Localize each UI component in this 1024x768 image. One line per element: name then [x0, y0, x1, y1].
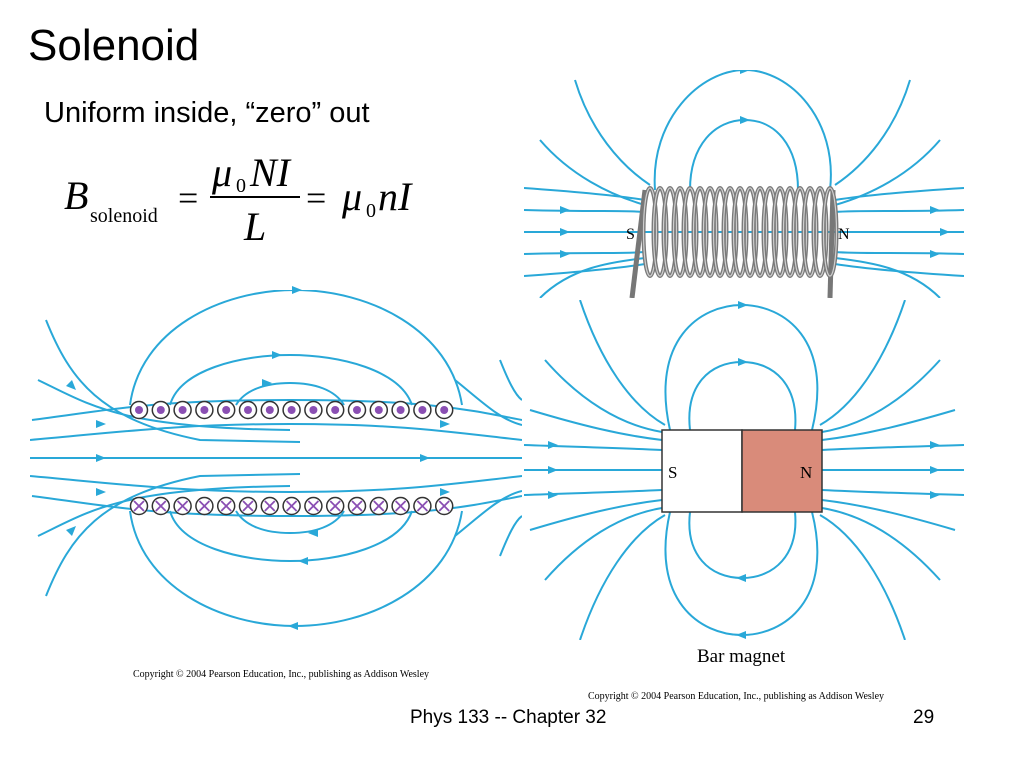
magnet-south-half	[661, 429, 743, 513]
magnet-north-label: N	[800, 463, 812, 482]
wire-out-dot	[178, 406, 187, 414]
wire-in-cross	[285, 500, 298, 512]
coil-turn-highlight	[712, 187, 728, 277]
wire-in-cross	[307, 500, 320, 512]
wire-out-dot	[222, 406, 231, 414]
wire-out-dot	[353, 406, 361, 414]
coil-turn-highlight	[652, 187, 668, 277]
slide-subtitle: Uniform inside, “zero” out	[44, 97, 370, 129]
coil-turn-highlight	[732, 187, 748, 277]
footer-course: Phys 133 -- Chapter 32	[410, 707, 607, 728]
wire-in-cross	[373, 500, 385, 512]
field-arrows-left	[66, 286, 450, 630]
magnet-north-half	[741, 429, 823, 513]
wire-in-cross	[351, 500, 363, 512]
formula-numerator-vars: NI	[249, 150, 292, 195]
formula-b-subscript: solenoid	[90, 205, 158, 227]
solenoid-formula: B solenoid = μ 0 NI L = μ 0 nI	[64, 150, 413, 249]
formula-equals-2: =	[306, 178, 326, 218]
magnet-south-label: S	[668, 463, 677, 482]
wire-in-cross	[176, 500, 189, 512]
coil-turn-highlight	[672, 187, 688, 277]
coil-turn-highlight	[682, 187, 698, 277]
wire-in-cross	[133, 500, 145, 512]
wire-in-cross	[242, 500, 254, 512]
wire-out-dot	[309, 406, 318, 414]
coil-turn-highlight	[702, 187, 718, 277]
formula-equals-1: =	[178, 178, 198, 218]
coil-south-label: S	[626, 226, 635, 243]
formula-zero-num: 0	[236, 175, 246, 197]
bar-magnet-figure: S N Bar magnet	[524, 300, 964, 667]
current-out-dots-row	[129, 400, 454, 420]
formula-mu-num: μ	[211, 150, 232, 195]
wire-in-cross	[220, 500, 232, 512]
coil-turn-highlight	[722, 187, 738, 277]
wire-out-dot	[287, 406, 296, 414]
wire-out-dot	[135, 406, 143, 414]
coil-turn-highlight	[752, 187, 768, 277]
coil-turn-highlight	[742, 187, 758, 277]
formula-mu-rhs: μ	[341, 174, 362, 219]
coil-turn-highlight	[642, 187, 658, 277]
wire-out-dot	[200, 406, 209, 414]
wire-out-dot	[265, 406, 274, 414]
wire-in-cross	[264, 500, 276, 512]
formula-denominator: L	[243, 204, 266, 249]
wire-out-dot	[156, 406, 165, 414]
coil-turn-highlight	[772, 187, 788, 277]
coil-turn-highlight	[802, 187, 818, 277]
wire-in-cross	[155, 500, 167, 512]
wire-in-cross	[394, 500, 407, 512]
coil-turn-highlight	[692, 187, 708, 277]
coil-turn-highlight	[822, 187, 838, 277]
coil-turns	[641, 186, 839, 278]
coil-north-label: N	[838, 226, 850, 243]
wire-in-cross	[198, 500, 211, 512]
current-in-crosses-row	[129, 496, 454, 516]
coil-turn-highlight	[662, 187, 678, 277]
wire-out-dot	[396, 406, 405, 414]
formula-b-symbol: B	[64, 173, 88, 218]
wire-out-dot	[440, 406, 449, 414]
wire-in-cross	[329, 500, 341, 512]
coil-turn-highlight	[792, 187, 808, 277]
footer-page-number: 29	[913, 707, 935, 728]
coil-solenoid-figure: S N	[524, 70, 964, 298]
bar-magnet-caption: Bar magnet	[697, 646, 786, 667]
slide-title: Solenoid	[28, 21, 200, 70]
wire-in-cross	[438, 500, 450, 512]
formula-rhs-vars: nI	[378, 174, 413, 219]
wire-out-dot	[418, 406, 427, 414]
solenoid-cross-section-figure	[30, 290, 522, 628]
copyright-right: Copyright © 2004 Pearson Education, Inc.…	[588, 691, 885, 702]
coil-turn-highlight	[812, 187, 828, 277]
wire-out-dot	[244, 406, 252, 414]
copyright-left: Copyright © 2004 Pearson Education, Inc.…	[133, 669, 430, 680]
wire-out-dot	[374, 406, 383, 414]
coil-turn-highlight	[762, 187, 778, 277]
formula-zero-rhs: 0	[366, 200, 376, 222]
wire-in-cross	[416, 500, 429, 512]
coil-turn-highlight	[782, 187, 798, 277]
wire-out-dot	[331, 406, 340, 414]
